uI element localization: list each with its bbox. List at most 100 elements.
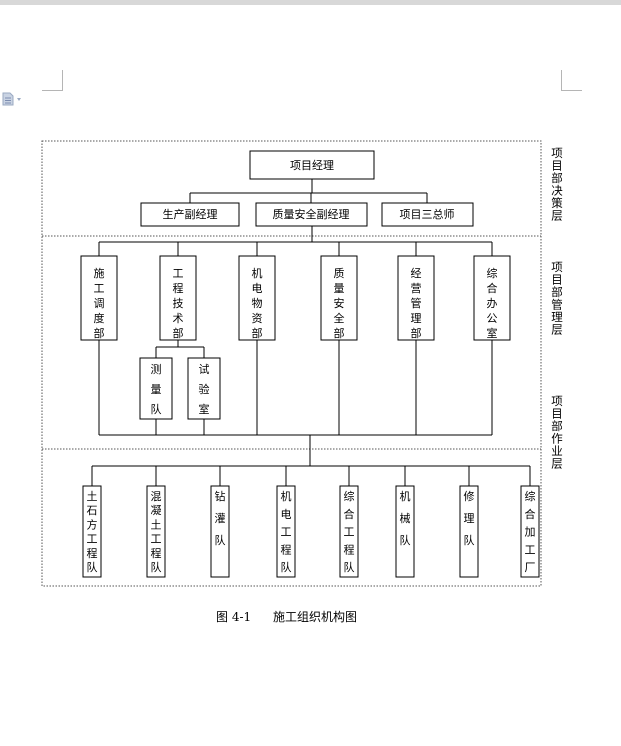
node-label-char: 营 [411, 281, 422, 295]
node-label-char: 灌 [215, 512, 226, 525]
layer-label-char: 业 [551, 444, 563, 458]
node-label-char: 队 [215, 533, 226, 547]
node-label-char: 厂 [525, 561, 536, 574]
node-label-char: 工 [151, 533, 162, 546]
node-label-char: 综 [344, 489, 355, 503]
node-survey-team: 测量队 [139, 357, 173, 420]
node-label-char: 加 [525, 526, 536, 539]
node-production-deputy: 生产副经理 [140, 202, 240, 227]
layer-label-char: 层 [551, 457, 563, 471]
layer-label-char: 决 [551, 184, 563, 198]
node-label-char: 电 [252, 282, 263, 295]
node-label-char: 程 [87, 547, 98, 560]
node-label-char: 理 [411, 312, 422, 325]
layer-label-char: 层 [551, 209, 563, 223]
node-machinery-team: 机械队 [395, 485, 415, 578]
node-label: 质量安全副经理 [273, 207, 350, 221]
layer-label-char: 项 [551, 146, 563, 160]
node-label-char: 安 [334, 296, 345, 310]
node-quality-safety-deputy: 质量安全副经理 [255, 202, 368, 227]
node-label-char: 石 [87, 504, 98, 517]
node-label-char: 程 [344, 543, 355, 556]
node-label-char: 队 [151, 402, 162, 416]
node-label-char: 土 [151, 518, 162, 531]
node-label-char: 方 [87, 517, 98, 531]
node-label-char: 室 [199, 402, 210, 416]
node-label-char: 综 [525, 489, 536, 503]
node-label-char: 全 [334, 311, 345, 325]
layer-label-char: 目 [551, 273, 563, 287]
layer-label-char: 层 [551, 323, 563, 337]
node-drilling-team: 钻灌队 [210, 485, 230, 578]
node-label: 项目经理 [290, 159, 334, 172]
node-label-char: 钻 [215, 489, 226, 503]
node-label-char: 机 [400, 489, 411, 503]
node-label: 生产副经理 [163, 207, 218, 221]
node-label-char: 械 [400, 511, 411, 525]
node-laboratory: 试验室 [187, 357, 221, 420]
document-icon[interactable] [2, 92, 24, 106]
node-label-char: 机 [252, 266, 263, 280]
margin-mark-top-left [42, 70, 63, 91]
node-label-char: 工 [344, 526, 355, 539]
node-label-char: 术 [173, 312, 184, 325]
node-label-char: 技 [173, 297, 184, 310]
node-label-char: 质 [334, 267, 345, 280]
node-label-char: 部 [252, 326, 263, 340]
node-label-char: 程 [281, 543, 292, 556]
node-label-char: 部 [411, 326, 422, 340]
connector-lines [91, 179, 531, 486]
node-label-char: 队 [464, 533, 475, 547]
node-label-char: 程 [173, 282, 184, 295]
node-label-char: 土 [87, 490, 98, 503]
node-label-char: 量 [334, 282, 345, 295]
layer-frames [41, 140, 542, 587]
node-label-char: 调 [94, 297, 105, 310]
caption-number: 图 4-1 [216, 610, 251, 624]
node-label-char: 资 [252, 312, 263, 325]
node-label-char: 程 [151, 547, 162, 560]
node-label-char: 经 [411, 267, 422, 280]
node-label-char: 部 [94, 326, 105, 340]
outer-frame [41, 140, 542, 587]
node-label-char: 公 [487, 312, 498, 325]
node-label-char: 量 [151, 383, 162, 396]
layer-label-char: 策 [551, 196, 563, 210]
node-label-char: 合 [487, 281, 498, 295]
node-label-char: 队 [151, 560, 162, 574]
node-label-char: 工 [94, 282, 105, 295]
node-label-char: 部 [173, 326, 184, 340]
margin-mark-top-right [561, 70, 582, 91]
node-label-char: 综 [487, 266, 498, 280]
node-chief-engineers: 项目三总师 [381, 202, 474, 227]
layer-label-char: 部 [551, 285, 563, 299]
node-label-char: 办 [487, 297, 498, 310]
node-label-char: 物 [252, 296, 263, 310]
node-label-char: 理 [464, 512, 475, 525]
layer-label-char: 部 [551, 419, 563, 433]
node-label-char: 混 [151, 490, 162, 503]
node-project-manager: 项目经理 [249, 150, 375, 180]
layer-label-char: 项 [551, 260, 563, 274]
layer-label-char: 作 [551, 432, 563, 446]
node-label-char: 验 [199, 382, 210, 396]
node-label-char: 试 [199, 363, 210, 376]
node-label-char: 施 [94, 267, 105, 280]
node-label-char: 合 [525, 507, 536, 521]
node-label-char: 队 [87, 560, 98, 574]
node-label-char: 室 [487, 326, 498, 340]
